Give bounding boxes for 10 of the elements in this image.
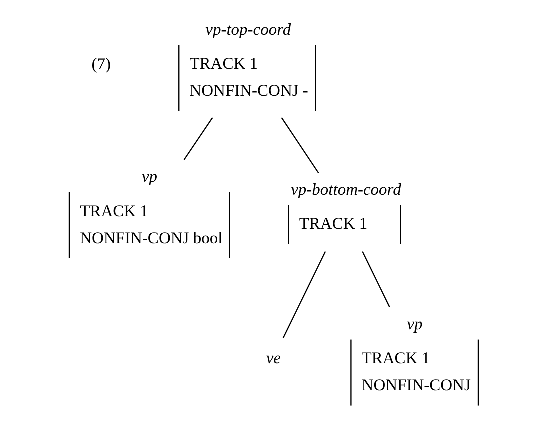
connector (281, 118, 320, 174)
connector (184, 118, 214, 160)
node-text: vp-top-coord TRACK 1 NONFIN-CONJ - (190, 20, 308, 100)
label: (7) (92, 54, 111, 74)
node-text: ve (266, 348, 281, 368)
node-text: vp TRACK 1 NONFIN-CONJ bool (80, 167, 223, 248)
node-text: vp TRACK 1 NONFIN-CONJ (362, 314, 471, 395)
connector (362, 252, 390, 308)
node-text: vp-bottom-coord TRACK 1 (291, 180, 402, 234)
connector (282, 252, 326, 338)
